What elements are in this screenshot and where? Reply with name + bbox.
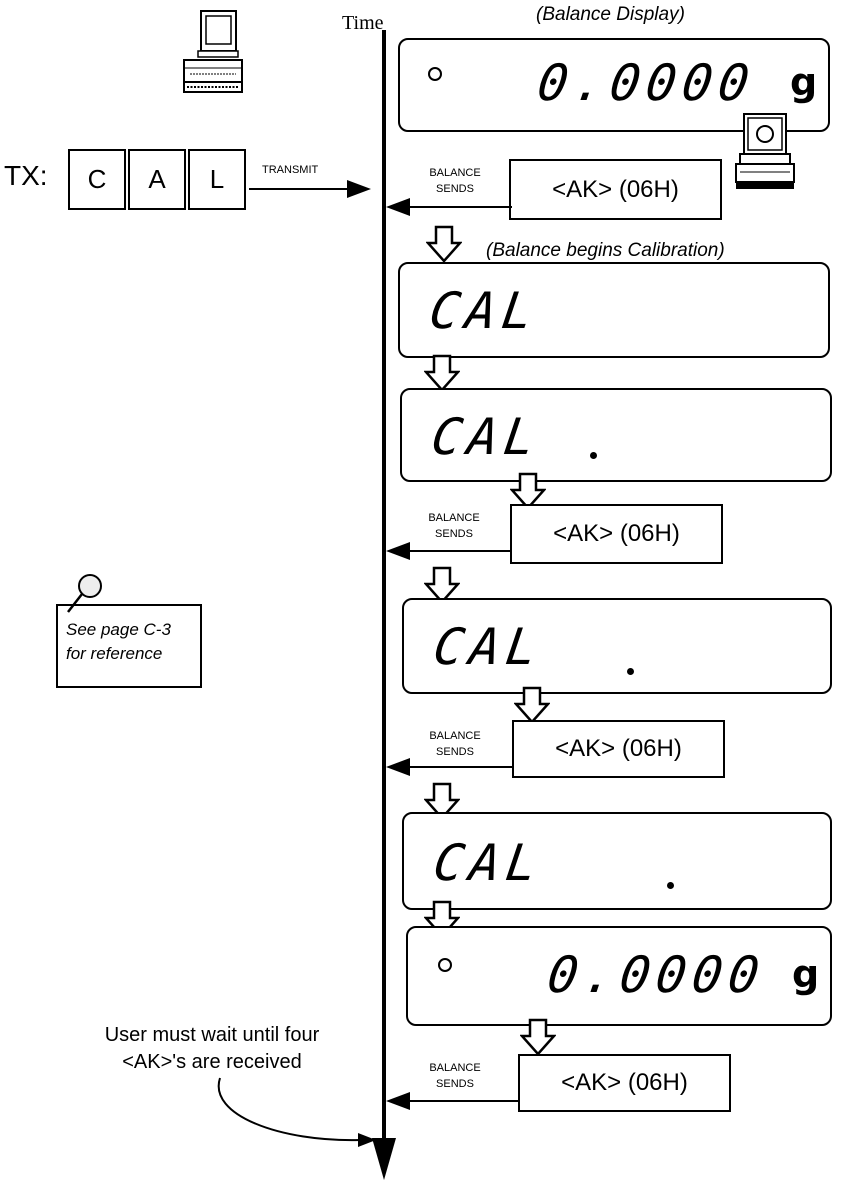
progress-dot xyxy=(667,882,674,889)
display-value: CAL xyxy=(426,282,542,340)
stability-indicator xyxy=(428,67,442,81)
step-arrow-1 xyxy=(426,225,462,265)
balance-display-caption: (Balance Display) xyxy=(536,4,685,26)
transmit-label: TRANSMIT xyxy=(262,164,318,176)
progress-dot xyxy=(627,668,634,675)
sender-line2: SENDS xyxy=(436,183,474,195)
ack-box-3: <AK> (06H) xyxy=(512,720,725,778)
balance-sends-label-1: BALANCE SENDS xyxy=(415,165,495,197)
display-value: 0.0000 xyxy=(544,946,769,1004)
tx-char-a: A xyxy=(128,149,186,210)
user-note-pointer xyxy=(200,1070,390,1170)
balance-display-5: CAL xyxy=(402,812,832,910)
reference-note: See page C-3 for reference xyxy=(56,604,202,688)
tx-char-l: L xyxy=(188,149,246,210)
ack-box-4: <AK> (06H) xyxy=(518,1054,731,1112)
ack-arrow-2 xyxy=(384,540,514,562)
ack-arrow-4 xyxy=(384,1090,520,1112)
transmit-arrow xyxy=(249,178,379,200)
sender-line2: SENDS xyxy=(436,1078,474,1090)
reference-line2: for reference xyxy=(66,642,200,666)
display-value: CAL xyxy=(430,618,546,676)
calibration-caption: (Balance begins Calibration) xyxy=(486,240,725,262)
step-arrow-8 xyxy=(520,1018,556,1058)
user-note-line1: User must wait until four xyxy=(62,1022,362,1049)
balance-display-4: CAL xyxy=(402,598,832,694)
ack-arrow-3 xyxy=(384,756,514,778)
stability-indicator xyxy=(438,958,452,972)
ack-box-2: <AK> (06H) xyxy=(510,504,723,564)
sender-line1: BALANCE xyxy=(429,1062,480,1074)
display-unit: g xyxy=(790,60,817,104)
sender-line1: BALANCE xyxy=(429,730,480,742)
display-unit: g xyxy=(792,952,819,996)
display-value: CAL xyxy=(428,408,544,466)
balance-sends-label-4: BALANCE SENDS xyxy=(415,1060,495,1092)
progress-dot xyxy=(590,452,597,459)
ack-arrow-1 xyxy=(384,196,514,218)
balance-display-2: CAL xyxy=(398,262,830,358)
reference-line1: See page C-3 xyxy=(66,618,200,642)
ack-box-1: <AK> (06H) xyxy=(509,159,722,220)
balance-display-6: 0.0000 g xyxy=(406,926,832,1026)
display-value: 0.0000 xyxy=(534,54,759,112)
computer-icon xyxy=(178,8,248,96)
sender-line2: SENDS xyxy=(435,528,473,540)
balance-sends-label-2: BALANCE SENDS xyxy=(414,510,494,542)
display-value: CAL xyxy=(430,834,546,892)
tx-char-c: C xyxy=(68,149,126,210)
sender-line1: BALANCE xyxy=(428,512,479,524)
user-note: User must wait until four <AK>'s are rec… xyxy=(62,1022,362,1076)
balance-display-3: CAL xyxy=(400,388,832,482)
sender-line1: BALANCE xyxy=(429,167,480,179)
tx-label: TX: xyxy=(4,160,48,192)
balance-icon xyxy=(730,110,802,196)
